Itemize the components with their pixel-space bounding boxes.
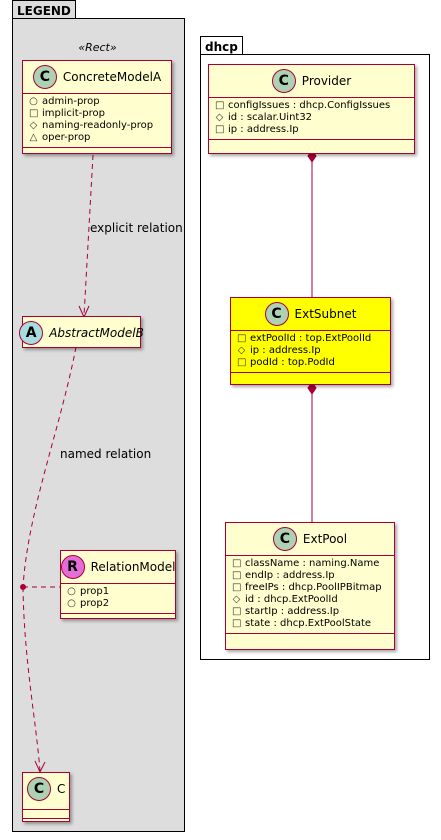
visibility-icon: □ bbox=[232, 582, 242, 593]
named-relation-label: named relation bbox=[60, 447, 152, 461]
attribute-row: □state : dhcp.ExtPoolState bbox=[232, 618, 388, 630]
attribute-row: ◇ id : dhcp.ExtPoolId bbox=[232, 594, 388, 606]
class-icon: C bbox=[264, 302, 289, 326]
attribute-row: △ oper-prop bbox=[29, 132, 165, 144]
visibility-icon: □ bbox=[232, 570, 242, 581]
attribute-text: endIp : address.Ip bbox=[245, 570, 335, 581]
class-name: Provider bbox=[301, 74, 352, 88]
class-abstract-model-b[interactable]: A AbstractModelB bbox=[19, 316, 144, 348]
visibility-icon: □ bbox=[232, 606, 242, 617]
attribute-text: className : naming.Name bbox=[245, 558, 380, 569]
visibility-icon: □ bbox=[215, 124, 225, 135]
visibility-icon: ◇ bbox=[232, 594, 241, 605]
class-ext-subnet[interactable]: C ExtSubnet □extPoolId : top.ExtPoolId ◇… bbox=[230, 297, 391, 385]
explicit-relation-label: explicit relation bbox=[90, 221, 183, 235]
class-icon: C bbox=[32, 65, 57, 89]
visibility-icon: □ bbox=[232, 558, 242, 569]
class-c[interactable]: C C bbox=[22, 772, 70, 822]
attribute-text: state : dhcp.ExtPoolState bbox=[245, 618, 372, 629]
named-relation-edge-lower bbox=[22, 586, 41, 772]
class-icon: C bbox=[272, 527, 297, 551]
visibility-icon: □ bbox=[232, 618, 242, 629]
class-relation-model[interactable]: R RelationModel ○ prop1 ○ prop2 bbox=[60, 550, 176, 619]
attribute-row: □configIssues : dhcp.ConfigIssues bbox=[215, 100, 408, 112]
attribute-row: □ip : address.Ip bbox=[215, 124, 408, 136]
extsubnet-composition-diamond bbox=[307, 381, 317, 395]
visibility-icon: ○ bbox=[67, 598, 76, 609]
visibility-icon: □ bbox=[29, 108, 39, 119]
attribute-text: prop2 bbox=[80, 598, 110, 609]
attribute-row: ◇ ip : address.Ip bbox=[237, 345, 384, 357]
attribute-row: ○ prop2 bbox=[67, 598, 169, 610]
class-name: RelationModel bbox=[90, 560, 176, 574]
attribute-text: id : scalar.Uint32 bbox=[228, 112, 313, 123]
attribute-text: freeIPs : dhcp.PoolIPBitmap bbox=[245, 582, 382, 593]
attribute-row: □freeIPs : dhcp.PoolIPBitmap bbox=[232, 582, 388, 594]
attribute-row: ◇ naming-readonly-prop bbox=[29, 120, 165, 132]
class-name: C bbox=[57, 782, 66, 796]
attribute-text: extPoolId : top.ExtPoolId bbox=[250, 333, 372, 344]
legend-package-tab: LEGEND bbox=[12, 0, 76, 19]
class-concrete-model-a[interactable]: C ConcreteModelA ○ admin-prop □implicit-p… bbox=[22, 60, 172, 154]
attribute-row: □startIp : address.Ip bbox=[232, 606, 388, 618]
attribute-text: id : dhcp.ExtPoolId bbox=[245, 594, 338, 605]
visibility-icon: □ bbox=[215, 100, 225, 111]
attribute-row: □className : naming.Name bbox=[232, 558, 388, 570]
visibility-icon: △ bbox=[29, 132, 38, 143]
attribute-text: startIp : address.Ip bbox=[245, 606, 340, 617]
class-name: ConcreteModelA bbox=[62, 70, 162, 84]
attribute-row: □podId : top.PodId bbox=[237, 357, 384, 369]
visibility-icon: □ bbox=[237, 357, 247, 368]
visibility-icon: ○ bbox=[67, 586, 76, 597]
attribute-row: ◇ id : scalar.Uint32 bbox=[215, 112, 408, 124]
attribute-row: ○ prop1 bbox=[67, 586, 169, 598]
visibility-icon: ○ bbox=[29, 96, 38, 107]
attribute-text: implicit-prop bbox=[42, 108, 105, 119]
dhcp-package-tab: dhcp bbox=[200, 36, 243, 55]
class-name: AbstractModelB bbox=[49, 326, 144, 340]
relation-junction bbox=[20, 584, 26, 590]
class-ext-pool[interactable]: C ExtPool □className : naming.Name □endI… bbox=[225, 522, 395, 650]
explicit-relation-edge bbox=[83, 154, 94, 317]
legend-stereotype: «Rect» bbox=[78, 41, 117, 54]
visibility-icon: ◇ bbox=[215, 112, 224, 123]
attribute-text: podId : top.PodId bbox=[250, 357, 335, 368]
attribute-text: ip : address.Ip bbox=[228, 124, 299, 135]
attribute-row: ○ admin-prop bbox=[29, 96, 165, 108]
attribute-text: ip : address.Ip bbox=[250, 345, 321, 356]
class-icon: R bbox=[60, 555, 85, 579]
attribute-text: naming-readonly-prop bbox=[42, 120, 154, 131]
class-icon: A bbox=[19, 321, 44, 345]
attribute-text: prop1 bbox=[80, 586, 110, 597]
attribute-text: oper-prop bbox=[42, 132, 91, 143]
attribute-row: □endIp : address.Ip bbox=[232, 570, 388, 582]
attribute-text: admin-prop bbox=[42, 96, 100, 107]
attribute-text: configIssues : dhcp.ConfigIssues bbox=[228, 100, 391, 111]
attribute-row: □extPoolId : top.ExtPoolId bbox=[237, 333, 384, 345]
named-relation-edge bbox=[22, 346, 77, 588]
visibility-icon: □ bbox=[237, 333, 247, 344]
visibility-icon: ◇ bbox=[237, 345, 246, 356]
visibility-icon: ◇ bbox=[29, 120, 38, 131]
class-name: ExtPool bbox=[302, 532, 348, 546]
attribute-row: □implicit-prop bbox=[29, 108, 165, 120]
class-icon: C bbox=[271, 69, 296, 93]
class-icon: C bbox=[27, 777, 51, 801]
class-provider[interactable]: C Provider □configIssues : dhcp.ConfigIs… bbox=[208, 64, 415, 154]
class-name: ExtSubnet bbox=[294, 307, 357, 321]
